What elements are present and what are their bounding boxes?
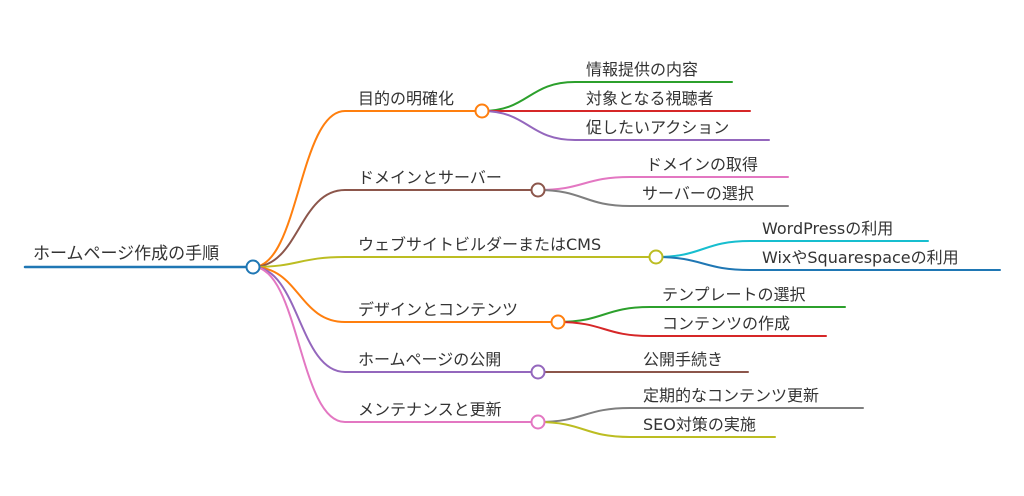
branch-connector (252, 266, 539, 423)
branch-label-maintenance[interactable]: メンテナンスと更新 (358, 400, 502, 419)
branch-label-domain-server[interactable]: ドメインとサーバー (358, 168, 502, 187)
leaf-label-domain-acquire[interactable]: ドメインの取得 (646, 155, 759, 174)
leaf-connector (537, 176, 789, 191)
branch-node-circle[interactable] (530, 364, 546, 380)
leaf-connector (537, 421, 776, 438)
leaf-connector (655, 256, 1001, 271)
leaf-connector (537, 189, 789, 207)
leaf-connector (481, 81, 733, 112)
branch-connector (252, 256, 657, 268)
branch-label-builder-cms[interactable]: ウェブサイトビルダーまたはCMS (358, 235, 602, 254)
root-node-circle[interactable] (245, 259, 261, 275)
leaf-label-wix-squarespace[interactable]: WixやSquarespaceの利用 (762, 248, 959, 267)
branch-node-circle[interactable] (474, 103, 490, 119)
leaf-label-desired-action[interactable]: 促したいアクション (586, 118, 730, 137)
branch-label-purpose[interactable]: 目的の明確化 (358, 89, 455, 108)
branch-node-circle[interactable] (648, 249, 664, 265)
branch-connector (252, 189, 539, 268)
branch-label-design-content[interactable]: デザインとコンテンツ (358, 300, 519, 319)
branch-label-publish[interactable]: ホームページの公開 (358, 350, 502, 369)
branch-connector (252, 110, 483, 268)
leaf-label-server-select[interactable]: サーバーの選択 (642, 184, 754, 203)
leaf-label-regular-update[interactable]: 定期的なコンテンツ更新 (643, 386, 820, 405)
leaf-connector (557, 321, 827, 337)
leaf-label-info-content[interactable]: 情報提供の内容 (586, 60, 699, 79)
leaf-label-publish-procedure[interactable]: 公開手続き (643, 350, 724, 369)
leaf-label-target-audience[interactable]: 対象となる視聴者 (586, 89, 714, 108)
leaf-connector (655, 240, 929, 258)
leaf-connector (557, 306, 846, 323)
leaf-connector (537, 407, 864, 423)
leaf-label-template-select[interactable]: テンプレートの選択 (662, 285, 806, 304)
branch-connector (252, 266, 559, 323)
root-node-label[interactable]: ホームページ作成の手順 (33, 244, 220, 264)
branch-node-circle[interactable] (530, 414, 546, 430)
branch-node-circle[interactable] (550, 314, 566, 330)
leaf-connector (481, 110, 770, 141)
branch-connector (252, 266, 539, 373)
leaf-label-seo[interactable]: SEO対策の実施 (643, 415, 756, 434)
leaf-label-content-create[interactable]: コンテンツの作成 (662, 314, 791, 333)
branch-node-circle[interactable] (530, 182, 546, 198)
leaf-label-wordpress[interactable]: WordPressの利用 (762, 219, 894, 238)
